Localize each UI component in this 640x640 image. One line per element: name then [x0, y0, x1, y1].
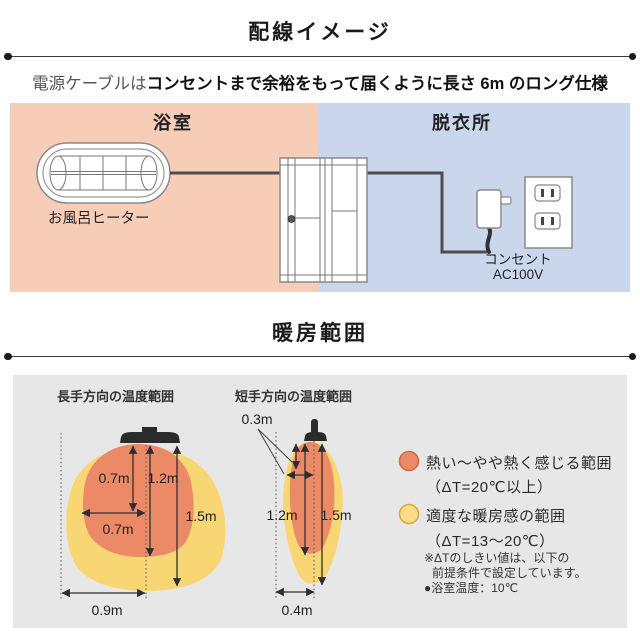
- short-direction-chart-title: 短手方向の温度範囲: [235, 389, 353, 404]
- lead-bold-text: コンセントまで余裕をもって届くように長さ 6m のロング仕様: [146, 75, 608, 93]
- hot-legend-swatch: [398, 450, 420, 472]
- measure-warm-depth: 1.5m: [185, 508, 217, 524]
- wiring-diagram: 浴室 脱衣所 お風呂ヒーター コンセント AC100V: [10, 103, 630, 292]
- hot-legend-sub: （ΔT=20℃以上）: [426, 479, 553, 496]
- outlet-label-line2: AC100V: [492, 267, 544, 282]
- offset-pointer-line-2: [257, 428, 285, 475]
- divider-dot-right: [628, 352, 636, 360]
- warm-swatch-circle: [398, 503, 420, 525]
- warm-legend-sub: （ΔT=13～20℃）: [426, 533, 555, 550]
- heater-silhouette-short: [304, 419, 327, 441]
- heating-divider: [4, 352, 636, 360]
- door-knob: [287, 215, 296, 223]
- wiring-section-title: 配線イメージ: [248, 21, 392, 44]
- lead-sentence: 電源ケーブルはコンセントまで余裕をもって届くように長さ 6m のロング仕様: [0, 70, 640, 94]
- heating-section-title: 暖房範囲: [272, 322, 368, 345]
- measure-hot-depth-upper: 0.7m: [98, 470, 130, 486]
- heater-silhouette-long: [120, 427, 180, 443]
- measure-hot-depth-short: 1.2m: [266, 507, 298, 523]
- dressingroom-label: 脱衣所: [432, 113, 492, 133]
- bath-heater-drawing: [36, 142, 171, 204]
- measure-warm-depth-short: 1.5m: [320, 507, 352, 523]
- warm-legend-swatch: [398, 503, 420, 525]
- outlet-label-line1: コンセント: [484, 252, 552, 267]
- bathroom-temp-note: ●浴室温度：10℃: [424, 581, 519, 595]
- lead-normal-text: 電源ケーブルは: [32, 75, 147, 93]
- plug-drawing: [476, 189, 512, 254]
- short-direction-chart: [257, 419, 343, 600]
- hot-legend-label: 熱い～やや熱く感じる範囲: [426, 455, 613, 472]
- dressingroom-area: [318, 103, 630, 292]
- measure-warm-half-width: 0.9m: [91, 602, 123, 618]
- bathroom-label: 浴室: [153, 113, 193, 133]
- long-direction-chart-title: 長手方向の温度範囲: [57, 389, 175, 404]
- measure-warm-half-width-short: 0.4m: [281, 602, 313, 618]
- divider-dot-right: [628, 52, 636, 60]
- long-direction-chart: [60, 427, 226, 600]
- divider-dot-left: [4, 52, 12, 60]
- measure-hot-depth: 1.2m: [147, 470, 179, 486]
- divider-dot-left: [4, 352, 12, 360]
- outlet-label: コンセント AC100V: [478, 252, 558, 282]
- threshold-note-line2: 前提条件で設定しています。: [432, 566, 587, 580]
- outlet-drawing: [524, 176, 573, 249]
- measure-offset-short: 0.3m: [241, 411, 273, 427]
- wiring-diagram-graphics: [36, 142, 573, 283]
- warm-legend-label: 適度な暖房感の範囲: [426, 508, 566, 525]
- offset-pointer-line-1: [257, 428, 293, 463]
- heating-range-panel: 長手方向の温度範囲 短手方向の温度範囲: [13, 375, 627, 628]
- wiring-divider: [4, 52, 636, 60]
- measure-hot-half-width: 0.7m: [102, 521, 134, 537]
- hot-swatch-circle: [398, 450, 420, 472]
- hot-zone-long: [82, 443, 194, 557]
- threshold-note-line1: ※ΔTのしきい値は、以下の: [424, 551, 570, 565]
- door-drawing: [279, 157, 368, 283]
- heater-label: お風呂ヒーター: [48, 211, 150, 227]
